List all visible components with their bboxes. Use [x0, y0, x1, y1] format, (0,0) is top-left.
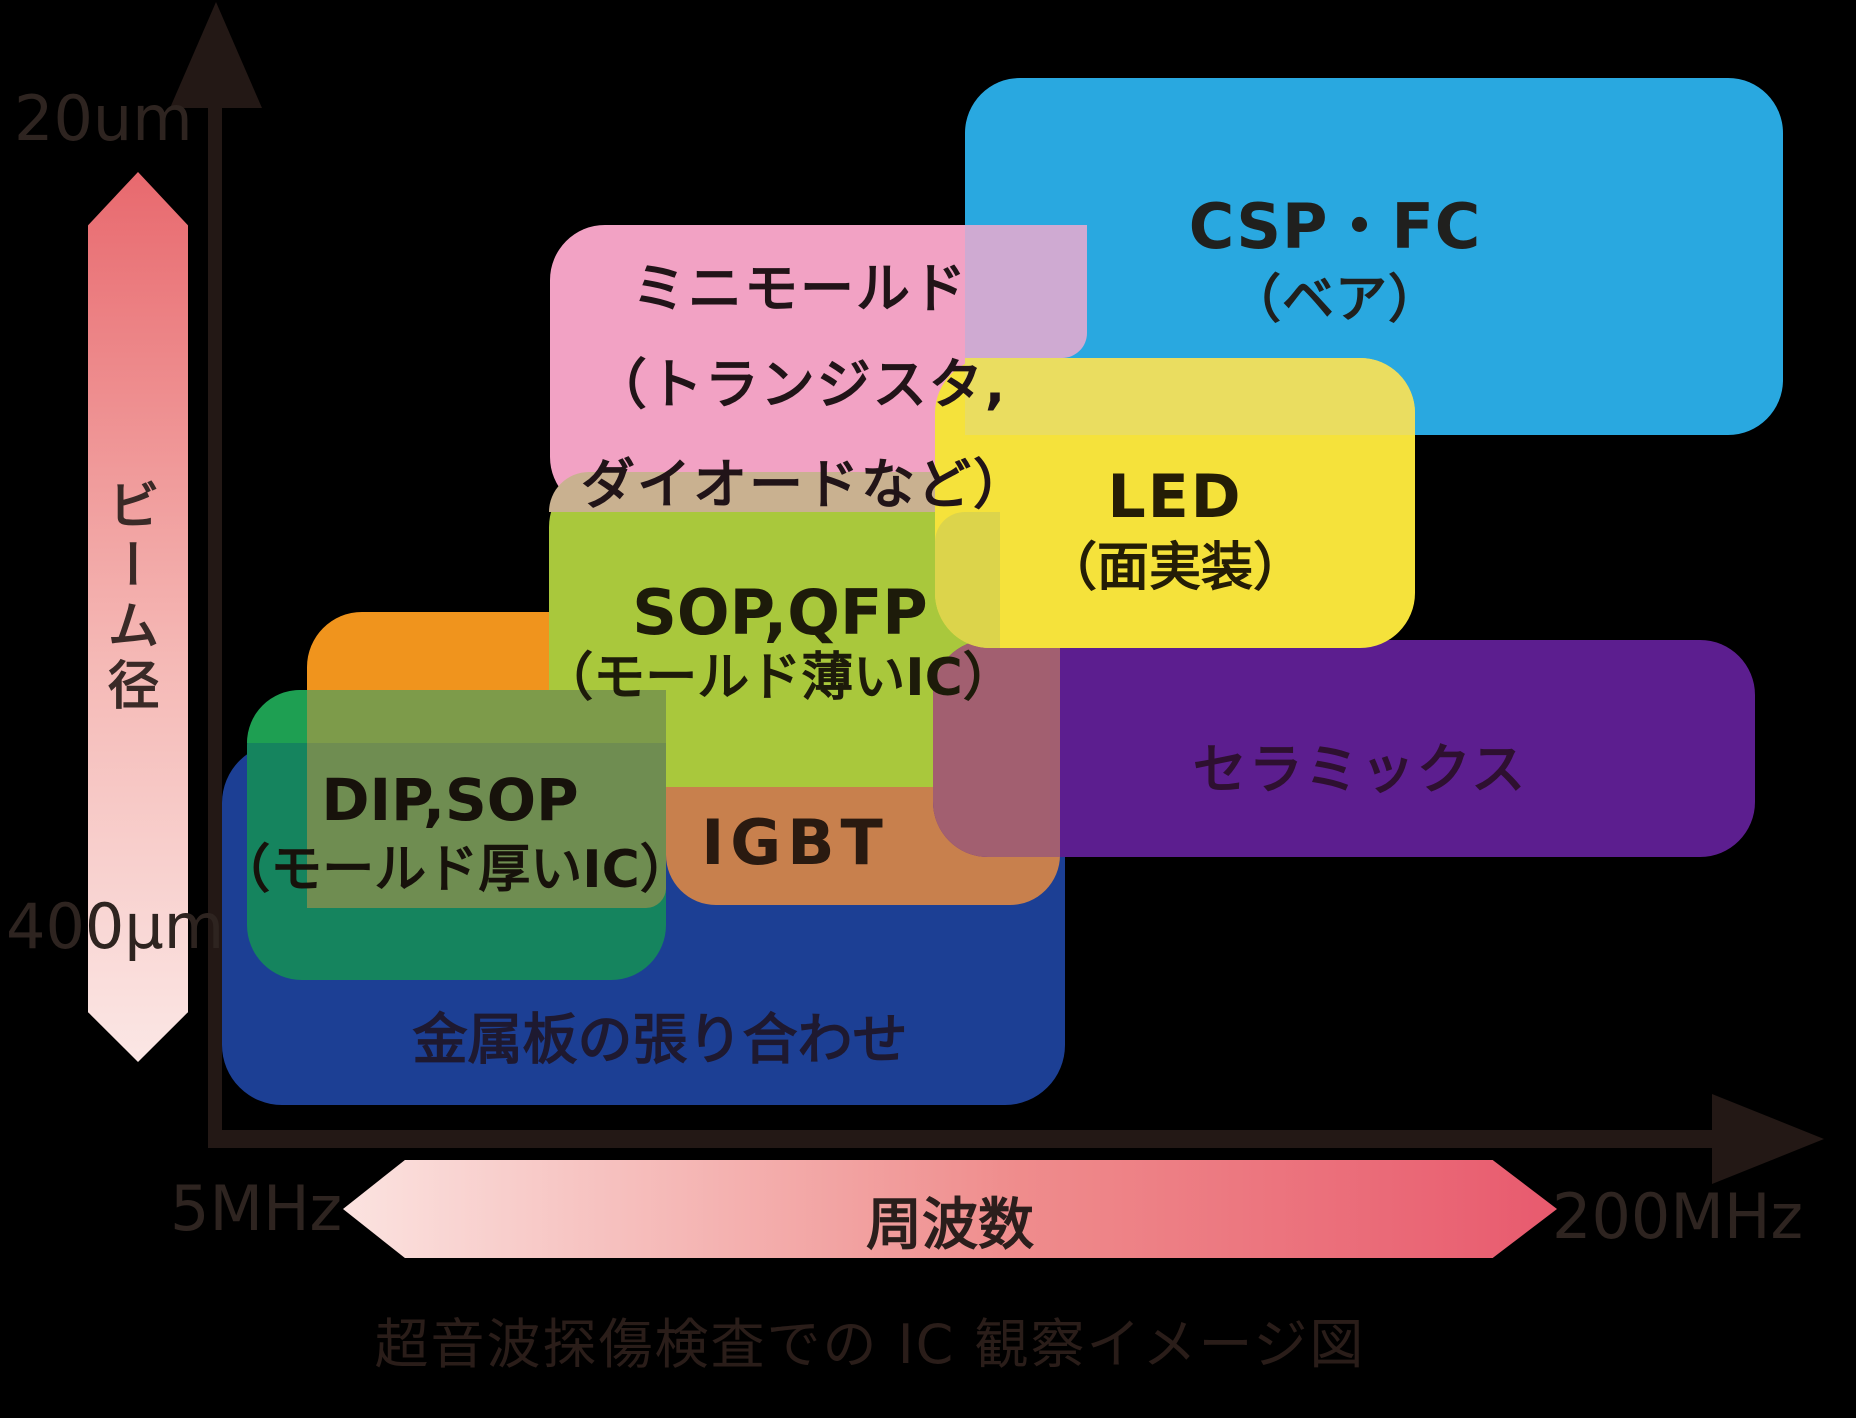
region-dip-pure-green-patch — [247, 690, 307, 743]
region-purple-brown-patch — [933, 640, 1060, 857]
chart-caption: 超音波探傷検査での IC 観察イメージ図 — [374, 1313, 1366, 1376]
label-csp-fc-line1: CSP・FC — [1188, 190, 1482, 263]
label-igbt-label: IGBT — [701, 806, 889, 879]
region-green-orange-blue-patch — [307, 743, 666, 908]
x-axis-left-label: 5MHz — [170, 1172, 343, 1245]
y-axis-bottom-label: 400µm — [6, 890, 225, 963]
frequency-gradient-band — [343, 1160, 1557, 1258]
y-axis-top-label: 20um — [14, 82, 193, 155]
region-pink-green-patch — [549, 472, 1000, 512]
y-axis-line — [208, 80, 222, 1148]
region-ceramic-purple-box — [933, 640, 1755, 857]
label-sop-qfp-line2: （モールド薄いIC） — [541, 648, 1015, 708]
region-pink-cyan-patch — [965, 225, 1087, 358]
label-minimold-line1: ミニモールド — [632, 257, 968, 320]
region-yellow-cyan-patch — [965, 358, 1415, 435]
x-axis-title: 周波数 — [866, 1193, 1034, 1258]
label-dip-sop-line1: DIP,SOP — [321, 766, 579, 834]
x-axis-right-label: 200MHz — [1552, 1180, 1803, 1253]
region-green-orange-patch — [307, 690, 666, 743]
y-axis-title: ビーム径 — [98, 478, 158, 718]
label-minimold-line3: ダイオードなど） — [581, 453, 1029, 516]
x-axis-line — [208, 1130, 1720, 1148]
label-minimold-line2: （トランジスタ, — [592, 353, 1008, 416]
beam-diameter-gradient-band — [88, 172, 188, 1062]
label-csp-fc-line2: （ベア） — [1228, 270, 1442, 330]
label-sop-qfp-line1: SOP,QFP — [632, 576, 928, 649]
label-led-line2: （面実装） — [1044, 538, 1306, 598]
label-ceramic-label: セラミックス — [1192, 738, 1528, 801]
label-metal-label: 金属板の張り合わせ — [412, 1007, 908, 1072]
region-yellow-green-patch — [935, 512, 1000, 648]
label-dip-sop-line2: （モールド厚いIC） — [218, 840, 692, 900]
label-led-line1: LED — [1107, 462, 1243, 532]
